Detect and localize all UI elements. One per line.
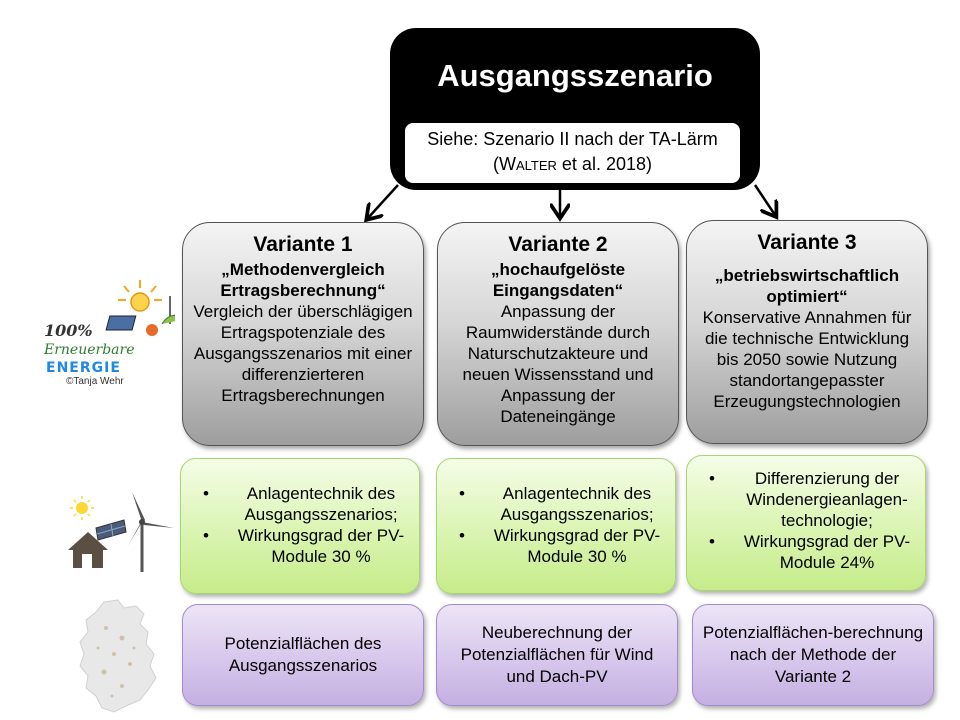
sun-icon bbox=[70, 496, 94, 520]
variante-3-area-text: Potenzialflächen-berechnung nach der Met… bbox=[702, 623, 924, 686]
reference-line: Siehe: Szenario II nach der TA-Lärm bbox=[427, 129, 718, 149]
logo-line-energie: ENERGIE bbox=[46, 360, 121, 376]
variante-2-area-text: Neuberechnung der Potenzialflächen für W… bbox=[460, 623, 654, 686]
variante-3-area-box: Potenzialflächen-berechnung nach der Met… bbox=[692, 604, 934, 706]
variante-2-title: Variante 2 bbox=[508, 233, 608, 256]
variante-3-technology-box: Differenzierung der Windenergieanlagen-t… bbox=[686, 455, 926, 591]
variante-2-bullet: Wirkungsgrad der PV-Module 30 % bbox=[455, 525, 665, 567]
variante-2-technology-box: Anlagentechnik des Ausgangsszenarios; Wi… bbox=[436, 458, 676, 594]
ausgangsszenario-box: Ausgangsszenario Siehe: Szenario II nach… bbox=[390, 28, 760, 190]
variante-2-subtitle: „hochaufgelöste Eingangsdaten“ bbox=[490, 260, 626, 300]
variante-3-description: Konservative Annahmen für die technische… bbox=[702, 308, 912, 411]
reference-citation: (Walter et al. 2018) bbox=[493, 154, 652, 174]
variante-1-area-text: Potenzialflächen des Ausgangsszenarios bbox=[224, 634, 382, 675]
variante-2-description: Anpassung der Raumwiderstände durch Natu… bbox=[462, 302, 654, 426]
renewable-energy-logo: 100% Erneuerbare ENERGIE bbox=[40, 278, 191, 378]
variante-3-bullet: Differenzierung der Windenergieanlagen-t… bbox=[705, 468, 915, 531]
arrow-to-variante-1 bbox=[368, 184, 399, 218]
arrow-to-variante-3 bbox=[753, 184, 775, 215]
ausgangsszenario-reference: Siehe: Szenario II nach der TA-Lärm (Wal… bbox=[405, 123, 740, 183]
variante-1-title: Variante 1 bbox=[253, 233, 353, 256]
variante-1-technology-box: Anlagentechnik des Ausgangsszenarios; Wi… bbox=[180, 458, 420, 594]
variante-2-box: Variante 2 „hochaufgelöste Eingangsdaten… bbox=[437, 222, 679, 446]
variante-3-box: Variante 3 „betriebswirtschaftlich optim… bbox=[686, 220, 928, 444]
wind-turbine-icon bbox=[128, 492, 174, 572]
logo-line-100: 100% bbox=[44, 321, 93, 340]
variante-3-title: Variante 3 bbox=[757, 231, 857, 254]
ausgangsszenario-title: Ausgangsszenario bbox=[437, 58, 713, 93]
variante-1-box: Variante 1 „Methodenvergleich Ertragsber… bbox=[182, 222, 424, 446]
variante-2-bullet: Anlagentechnik des Ausgangsszenarios; bbox=[455, 483, 665, 525]
solar-panel-icon bbox=[95, 519, 127, 541]
logo-credit: ©Tanja Wehr bbox=[66, 376, 124, 387]
germany-map-icon bbox=[79, 599, 157, 713]
sun-icon: 100% Erneuerbare ENERGIE bbox=[43, 280, 191, 376]
variante-1-bullet: Wirkungsgrad der PV-Module 30 % bbox=[199, 525, 409, 567]
house-icon bbox=[68, 532, 108, 568]
variante-1-description: Vergleich der überschlägigen Ertragspote… bbox=[193, 302, 413, 405]
variante-1-area-box: Potenzialflächen des Ausgangsszenarios bbox=[182, 604, 424, 706]
variante-3-subtitle: „betriebswirtschaftlich optimiert“ bbox=[714, 266, 900, 306]
variante-3-bullet: Wirkungsgrad der PV-Module 24% bbox=[705, 531, 915, 573]
house-solar-wind-icon bbox=[68, 492, 174, 572]
variante-2-area-box: Neuberechnung der Potenzialflächen für W… bbox=[436, 604, 678, 706]
variante-1-subtitle: „Methodenvergleich Ertragsberechnung“ bbox=[220, 260, 386, 300]
variante-1-bullet: Anlagentechnik des Ausgangsszenarios; bbox=[199, 483, 409, 525]
logo-line-erneuerbare: Erneuerbare bbox=[43, 342, 135, 358]
